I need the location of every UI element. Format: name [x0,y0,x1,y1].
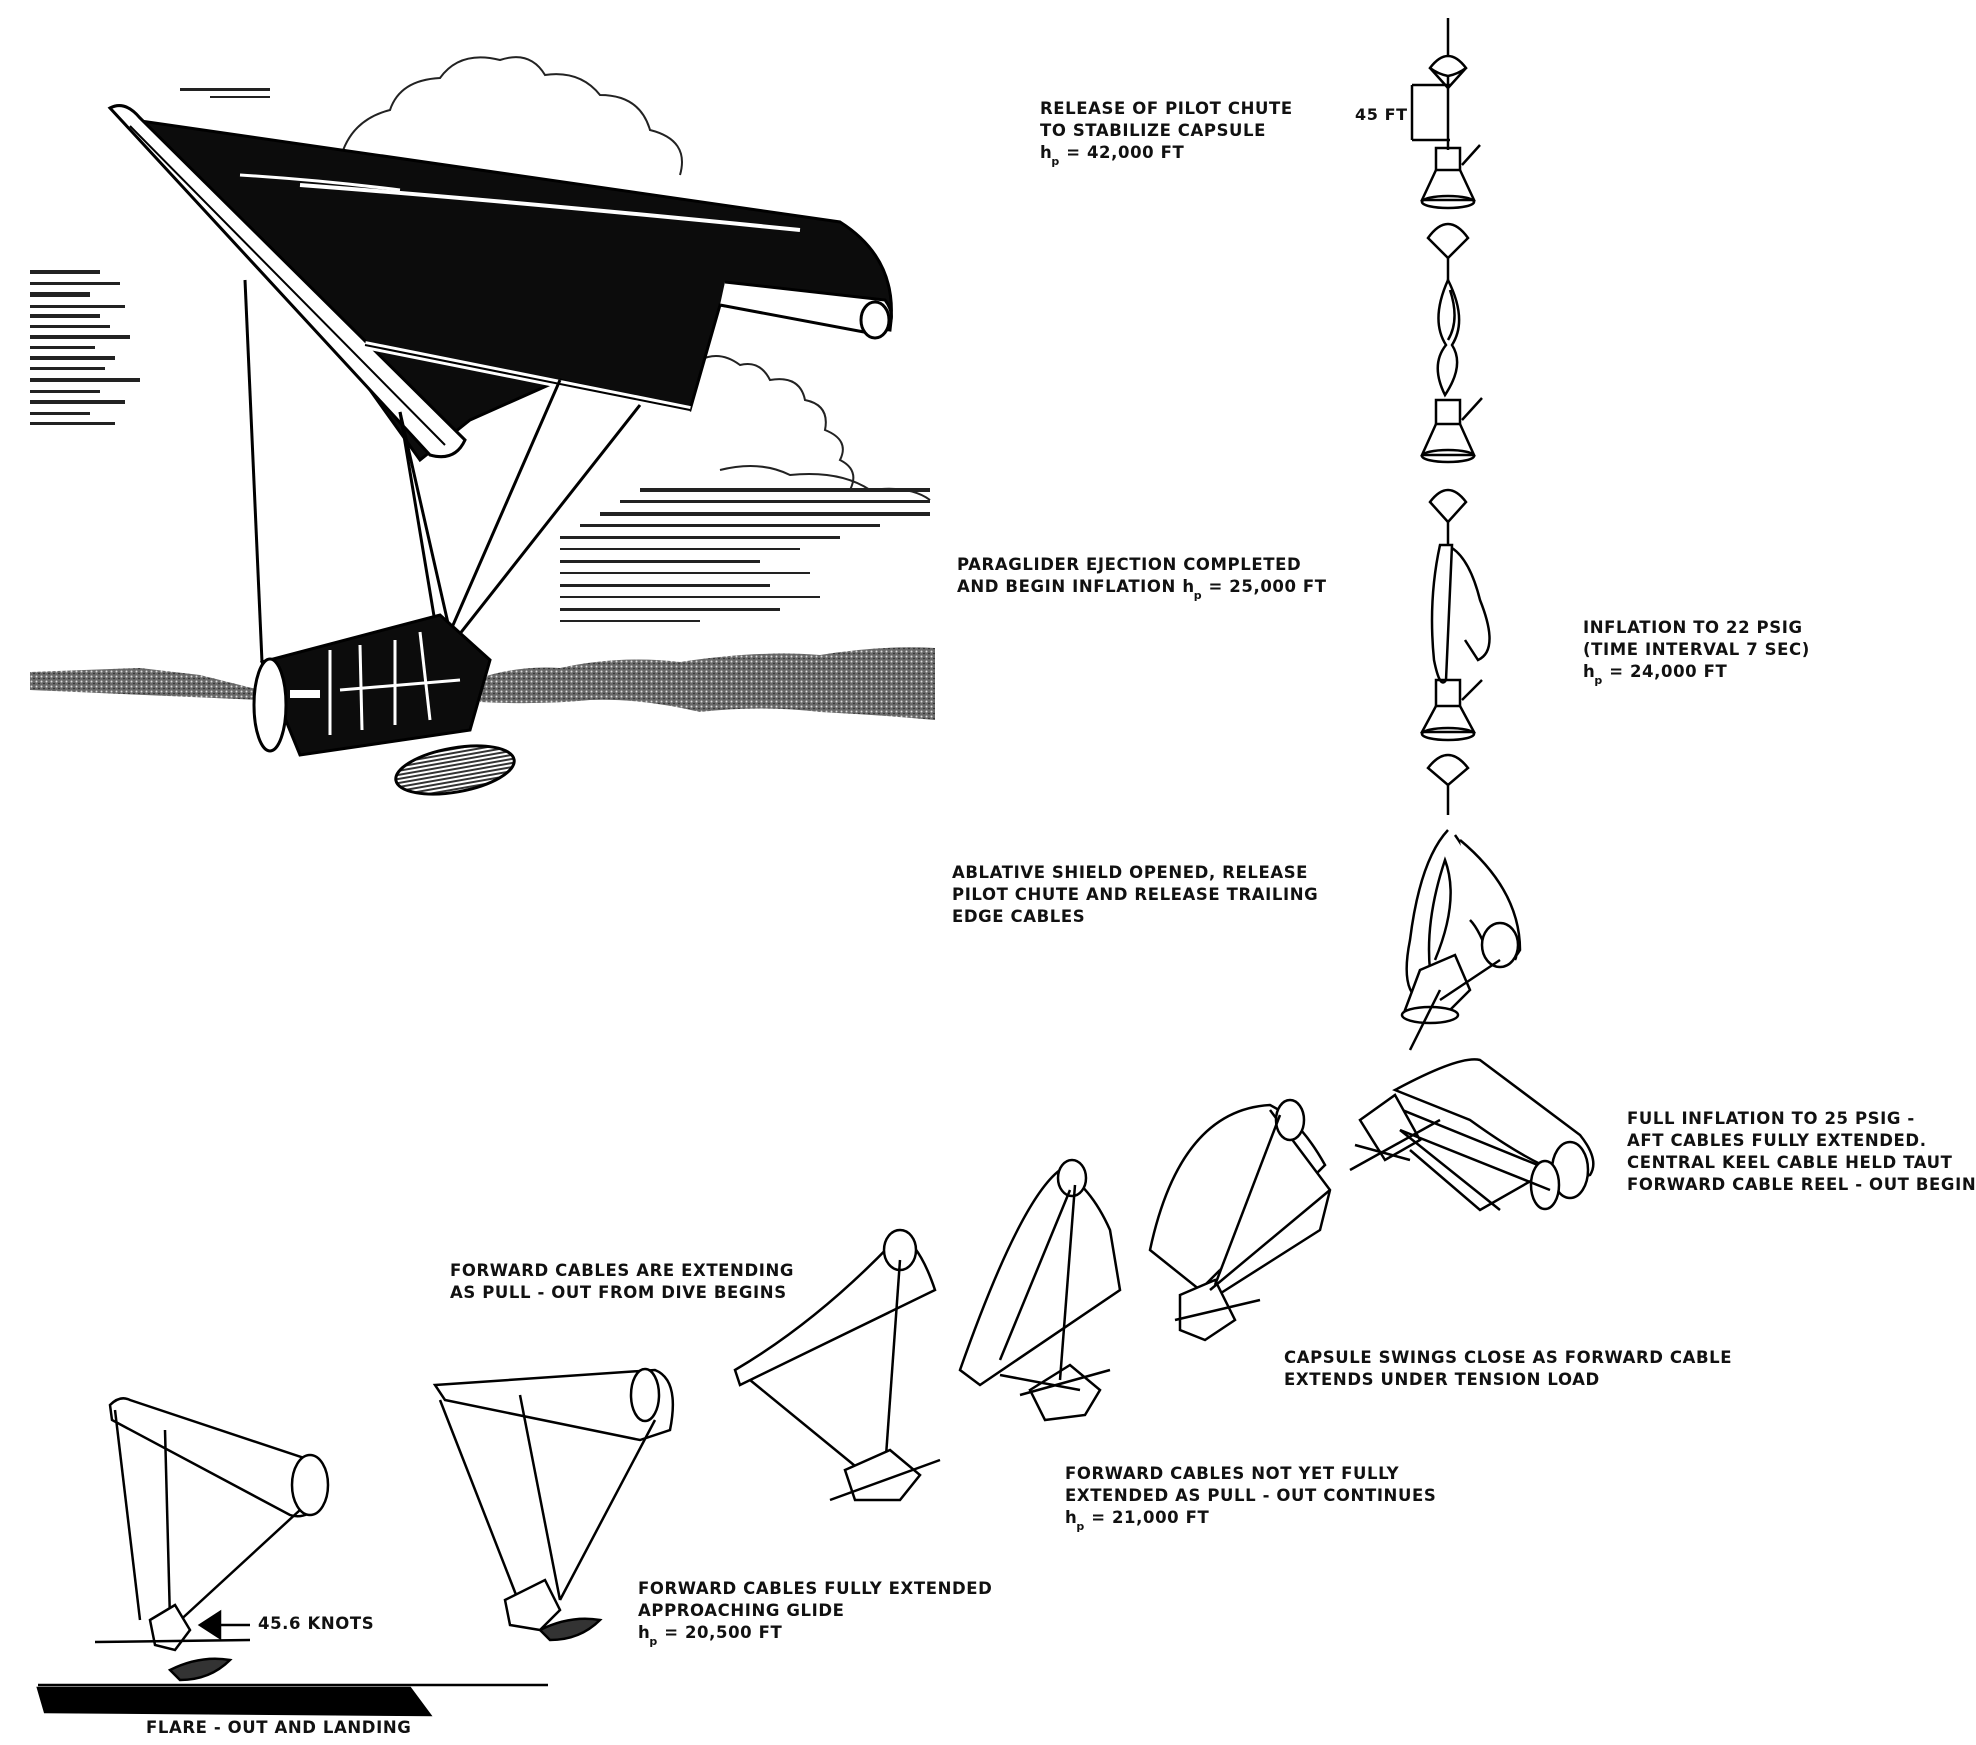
label-line: CAPSULE SWINGS CLOSE AS FORWARD CABLE [1284,1347,1732,1369]
horizon-terrain [30,668,260,700]
altitude-value: = 42,000 FT [1066,143,1184,162]
altitude-line: hp = 20,500 FT [638,1622,992,1646]
capsule-icon [1422,680,1482,740]
label-line: FORWARD CABLE REEL - OUT BEGINS [1627,1174,1976,1196]
packed-paraglider [1438,280,1459,395]
pilot-chute-icon [1428,755,1468,785]
altitude-subscript: p [1194,589,1202,602]
label-line: (TIME INTERVAL 7 SEC) [1583,639,1810,661]
capsule-icon [1422,145,1480,208]
pilot-chute-icon [1430,490,1466,522]
paraglider-stage-landing [95,1398,328,1680]
paraglider-stage-forward-extending [960,1160,1120,1420]
altitude-subscript: p [1076,1520,1084,1533]
label-line: 45.6 KNOTS [258,1613,374,1635]
label-capsule-swings: CAPSULE SWINGS CLOSE AS FORWARD CABLE EX… [1284,1347,1732,1391]
altitude-subscript: p [1594,674,1602,687]
label-forward-extending: FORWARD CABLES ARE EXTENDING AS PULL - O… [450,1260,794,1304]
label-line: 45 FT [1355,104,1408,126]
altitude-value: = 25,000 FT [1209,577,1327,596]
altitude-value: = 24,000 FT [1609,662,1727,681]
label-line: PILOT CHUTE AND RELEASE TRAILING [952,884,1318,906]
capsule-icon [1422,398,1482,462]
inflating-wing [1432,545,1490,683]
altitude-subscript: p [1051,155,1059,168]
label-line: TO STABILIZE CAPSULE [1040,120,1293,142]
altitude-line: hp = 42,000 FT [1040,142,1293,166]
label-line: EDGE CABLES [952,906,1318,928]
label-full-inflation: FULL INFLATION TO 25 PSIG - AFT CABLES F… [1627,1108,1976,1196]
label-line: PARAGLIDER EJECTION COMPLETED [957,554,1327,576]
label-line: FULL INFLATION TO 25 PSIG - [1627,1108,1976,1130]
label-line: INFLATION TO 22 PSIG [1583,617,1810,639]
label-ablative: ABLATIVE SHIELD OPENED, RELEASE PILOT CH… [952,862,1318,928]
paraglider-stage-full-inflation [1350,1059,1593,1210]
horizon-terrain [480,647,935,720]
label-line-text: AND BEGIN INFLATION [957,577,1176,596]
altitude-line: hp = 24,000 FT [1583,661,1810,685]
altitude-line: hp = 21,000 FT [1065,1507,1436,1531]
arrow-left-icon [200,1612,250,1638]
label-landing: FLARE - OUT AND LANDING [146,1717,411,1739]
main-paraglider-illustration [30,57,935,802]
label-line: FORWARD CABLES FULLY EXTENDED [638,1578,992,1600]
label-line: AS PULL - OUT FROM DIVE BEGINS [450,1282,794,1304]
opening-paraglider [1402,830,1520,1050]
label-line: APPROACHING GLIDE [638,1600,992,1622]
label-line: EXTENDS UNDER TENSION LOAD [1284,1369,1732,1391]
label-ejection: PARAGLIDER EJECTION COMPLETED AND BEGIN … [957,554,1327,600]
label-line: FORWARD CABLES NOT YET FULLY [1065,1463,1436,1485]
label-line: FLARE - OUT AND LANDING [146,1717,411,1739]
altitude-value: = 21,000 FT [1091,1508,1209,1527]
pilot-chute-icon [1428,224,1468,258]
label-line: AFT CABLES FULLY EXTENDED. [1627,1130,1976,1152]
label-speed: 45.6 KNOTS [258,1613,374,1635]
label-inflation: INFLATION TO 22 PSIG (TIME INTERVAL 7 SE… [1583,617,1810,685]
label-line: EXTENDED AS PULL - OUT CONTINUES [1065,1485,1436,1507]
label-line: FORWARD CABLES ARE EXTENDING [450,1260,794,1282]
landing-ground [38,1685,548,1715]
label-separation: 45 FT [1355,104,1408,126]
label-fully-extended: FORWARD CABLES FULLY EXTENDED APPROACHIN… [638,1578,992,1646]
label-line: ABLATIVE SHIELD OPENED, RELEASE [952,862,1318,884]
label-not-fully-extended: FORWARD CABLES NOT YET FULLY EXTENDED AS… [1065,1463,1436,1531]
dimension-marker [1412,85,1450,140]
label-line: AND BEGIN INFLATION hp = 25,000 FT [957,576,1327,600]
label-pilot-chute: RELEASE OF PILOT CHUTE TO STABILIZE CAPS… [1040,98,1293,166]
label-line: RELEASE OF PILOT CHUTE [1040,98,1293,120]
altitude-value: = 20,500 FT [664,1623,782,1642]
paraglider-stage-capsule-swings [1150,1100,1330,1340]
descent-sequence [1402,18,1520,1050]
altitude-symbol: h [1182,577,1194,596]
label-line: CENTRAL KEEL CABLE HELD TAUT [1627,1152,1976,1174]
altitude-subscript: p [649,1635,657,1648]
capsule-icon [254,615,518,802]
